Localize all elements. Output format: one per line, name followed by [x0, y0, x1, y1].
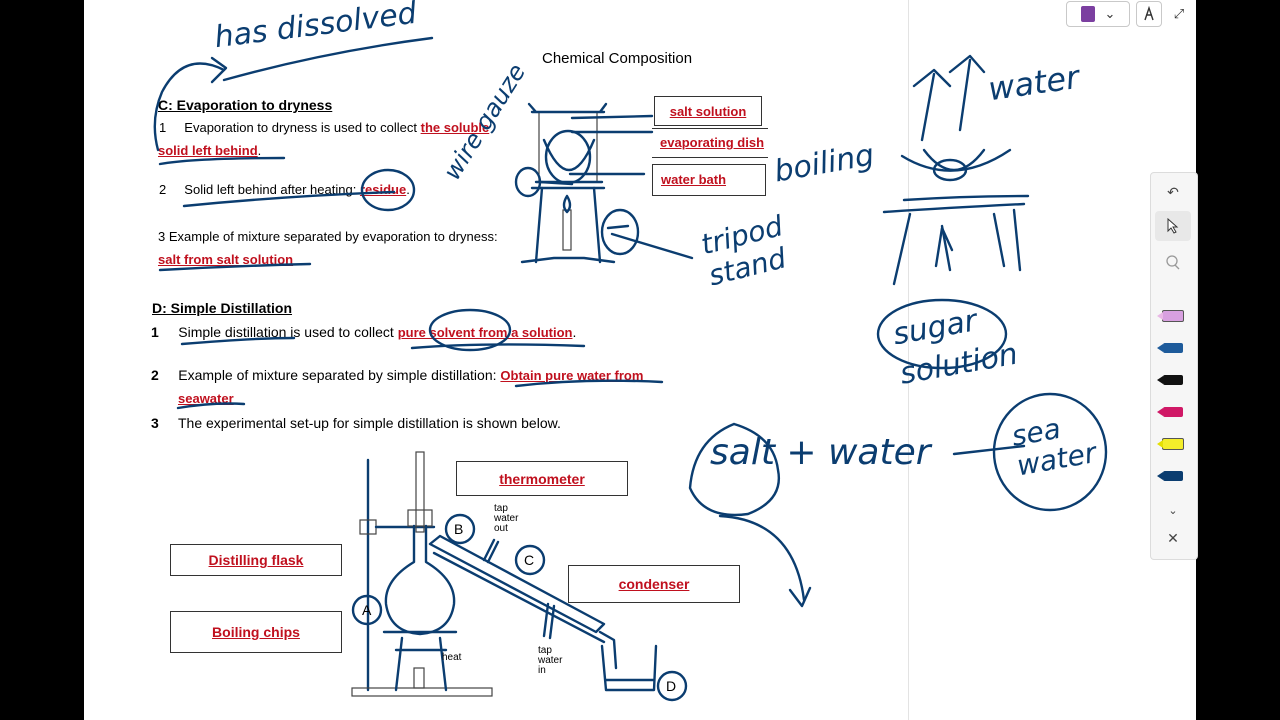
expand-icon: ⤢ [1173, 6, 1185, 21]
ink-text-has-dissolved: has dissolved [212, 0, 419, 56]
chevron-down-icon: ⌄ [1104, 6, 1116, 21]
section-d-item-2: 2 Example of mixture separated by simple… [151, 367, 643, 383]
notebook-icon [1080, 6, 1095, 22]
label-salt-solution: salt solution [654, 96, 762, 126]
item-text: Solid left behind after heating: [184, 182, 357, 197]
ink-text-salt-water: salt + water [710, 432, 931, 473]
side-toolbar: ↶ ⌄ ✕ [1150, 172, 1198, 560]
thermometer-diagram [415, 451, 425, 533]
label-boiling-chips: Boiling chips [170, 611, 342, 653]
receiving-beaker [600, 644, 658, 692]
page-title: Chemical Composition [542, 50, 693, 67]
pen-black-icon [1157, 375, 1183, 385]
cursor-icon [1167, 218, 1179, 234]
punctuation: . [257, 143, 262, 158]
evaporating-dish-diagram [542, 138, 596, 171]
top-toolbar: ⌄ ⤢ [1066, 0, 1194, 27]
select-tool-button[interactable] [1155, 211, 1191, 241]
marker-b: B [454, 521, 464, 537]
section-c-item-3-answer: salt from salt solution [158, 252, 294, 267]
tap-water-out-label: tap water out [494, 504, 518, 534]
section-c-item-2: 2 Solid left behind after heating: resid… [159, 182, 410, 197]
pen-magenta-tool[interactable] [1155, 397, 1191, 427]
heat-label: heat [442, 652, 462, 663]
marker-d: D [666, 678, 677, 694]
ink-text-water: water [985, 57, 1082, 109]
ink-text-boiling: boiling [771, 137, 877, 190]
label-distilling-flask: Distilling flask [170, 544, 342, 576]
section-d-item-1: 1 Simple distillation is used to collect… [151, 324, 576, 340]
ink-text-sea-water: sea water [1009, 411, 1099, 483]
item-text: Simple distillation is used to collect [178, 324, 394, 340]
label-evaporating-dish: evaporating dish [652, 128, 768, 158]
highlighter-pink-tool[interactable] [1155, 301, 1191, 331]
item-number: 2 [159, 182, 167, 197]
pen-navy-tool[interactable] [1155, 461, 1191, 491]
item-number: 1 [151, 324, 159, 340]
label-water-bath: water bath [652, 164, 766, 196]
label-line: water [538, 655, 563, 666]
water-bath-diagram [538, 111, 598, 183]
section-c-title: C: Evaporation to dryness [158, 97, 333, 113]
item-text: Evaporation to dryness is used to collec… [184, 120, 417, 135]
answer-text: solid left behind [158, 143, 258, 158]
notebook-selector-button[interactable]: ⌄ [1066, 1, 1130, 27]
marker-c: C [524, 552, 535, 568]
section-d-item-2-answer-cont: seawater [178, 391, 234, 406]
lasso-icon [1166, 255, 1180, 270]
close-toolbar-button[interactable]: ✕ [1155, 523, 1191, 553]
punctuation: . [572, 324, 577, 340]
ink-text-tripod-stand: tripod stand [697, 209, 790, 293]
punctuation: . [406, 182, 410, 197]
answer-text: pure solvent from a solution [397, 325, 573, 340]
answer-text: residue [359, 182, 407, 197]
answer-text: the soluble [420, 120, 490, 135]
label-line: tap [494, 503, 508, 514]
undo-icon: ↶ [1167, 183, 1179, 200]
pen-magenta-icon [1157, 407, 1183, 417]
highlighter-yellow-icon [1157, 438, 1184, 450]
item-number: 3 [151, 415, 159, 431]
highlighter-yellow-tool[interactable] [1155, 429, 1191, 459]
pen-blue-icon [1157, 343, 1183, 353]
item-text: Example of mixture separated by simple d… [178, 367, 497, 383]
lasso-tool-button[interactable] [1155, 247, 1191, 277]
section-c-item-1: 1 Evaporation to dryness is used to coll… [159, 120, 489, 135]
label-condenser: condenser [568, 565, 740, 603]
section-c-item-1-cont: solid left behind. [158, 143, 261, 158]
distilling-flask-diagram [384, 524, 456, 636]
item-text: The experimental set-up for simple disti… [178, 415, 561, 431]
expand-button[interactable]: ⤢ [1166, 1, 1192, 27]
tap-water-in-label: tap water in [538, 646, 562, 676]
label-line: in [538, 665, 546, 676]
item-number: 2 [151, 367, 159, 383]
pen-black-tool[interactable] [1155, 365, 1191, 395]
answer-text: Obtain pure water from [500, 368, 644, 383]
label-thermometer: thermometer [456, 461, 628, 496]
section-d-item-3: 3 The experimental set-up for simple dis… [151, 415, 561, 431]
close-icon: ✕ [1167, 529, 1179, 546]
ink-text-sugar-solution: sugar solution [890, 303, 1021, 392]
pen-mode-button[interactable] [1136, 1, 1162, 27]
label-line: out [494, 523, 508, 534]
item-number: 1 [159, 120, 167, 135]
undo-button[interactable]: ↶ [1155, 177, 1191, 207]
pen-blue-tool[interactable] [1155, 333, 1191, 363]
highlighter-icon [1157, 310, 1184, 322]
pen-icon [1144, 6, 1154, 21]
label-line: water [494, 513, 519, 524]
label-line: tap [538, 645, 552, 656]
whiteboard-canvas[interactable]: Chemical Composition C: Evaporation to d… [84, 0, 1196, 720]
chevron-down-icon: ⌄ [1168, 504, 1178, 517]
pen-navy-icon [1157, 471, 1183, 481]
more-tools-button[interactable]: ⌄ [1155, 495, 1191, 525]
section-d-title: D: Simple Distillation [152, 300, 293, 316]
marker-a: A [362, 602, 372, 618]
section-c-item-3: 3 Example of mixture separated by evapor… [158, 229, 498, 244]
